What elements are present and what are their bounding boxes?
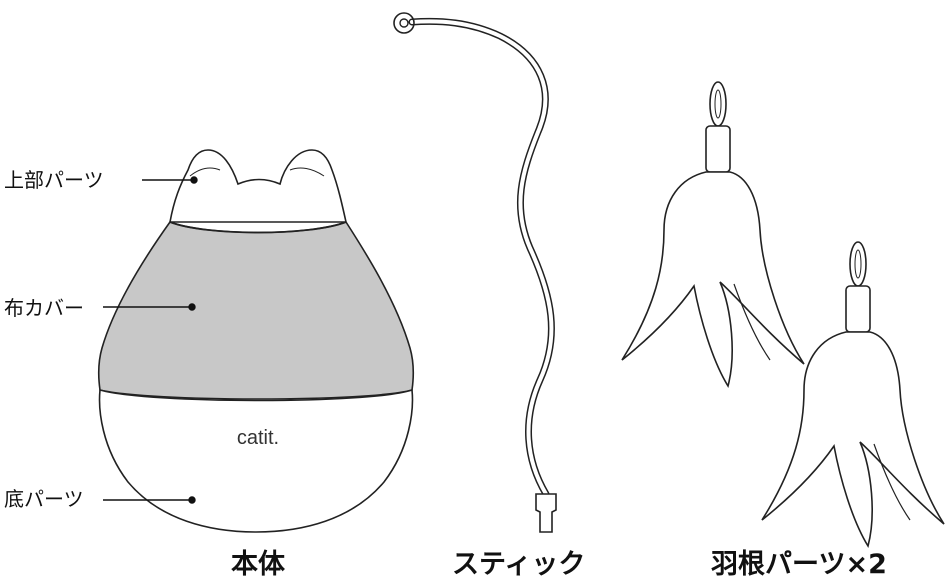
- stick-hook-inner: [399, 18, 409, 28]
- stick-connector: [535, 493, 557, 533]
- callouts: [103, 176, 198, 504]
- caption-stick: スティック: [452, 549, 586, 580]
- feather-plume: [761, 331, 945, 549]
- label-bottom-part: 底パーツ: [4, 487, 84, 511]
- top-part-inner-line: [289, 167, 325, 177]
- feather-loop: [709, 81, 727, 127]
- feather-part-2: [761, 241, 945, 549]
- feather-cap: [705, 125, 731, 173]
- feather-vein: [733, 283, 771, 361]
- top-part: [169, 149, 347, 223]
- catit-logo: catit.: [237, 427, 279, 449]
- stick: [393, 12, 557, 533]
- feather-loop: [849, 241, 867, 287]
- main-body-unit: catit.: [97, 149, 415, 533]
- stick-wire-inner: [410, 19, 554, 496]
- label-cloth-cover: 布カバー: [4, 296, 84, 320]
- stick-hook-outer: [393, 12, 415, 34]
- caption-main-body: 本体: [231, 549, 285, 580]
- callout-dot-cloth: [188, 303, 196, 311]
- feather-part-1: [621, 81, 805, 389]
- callout-dot-top: [190, 176, 198, 184]
- feather-plume: [621, 171, 805, 389]
- cloth-cover: [97, 221, 415, 400]
- label-top-part: 上部パーツ: [4, 168, 104, 192]
- bottom-part: [98, 388, 414, 533]
- top-part-inner-line: [189, 167, 221, 177]
- feather-loop-inner: [854, 249, 862, 279]
- feather-loop-inner: [714, 89, 722, 119]
- caption-feather-parts: 羽根パーツ×2: [711, 549, 887, 580]
- cloth-cover-top-edge: [169, 221, 347, 234]
- callout-dot-bottom: [188, 496, 196, 504]
- feather-cap: [845, 285, 871, 333]
- feather-vein: [873, 443, 911, 521]
